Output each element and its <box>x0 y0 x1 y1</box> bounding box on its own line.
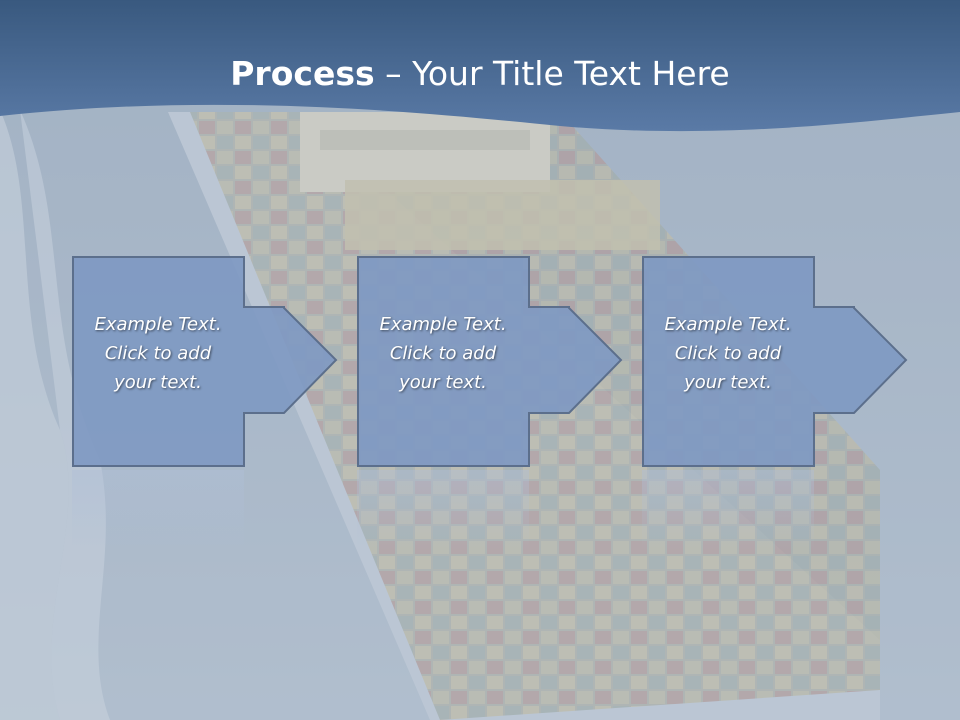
arrow-right-icon <box>72 256 338 467</box>
title-strong: Process <box>230 54 375 93</box>
step-3-text: Example Text. Click to add your text. <box>642 310 814 397</box>
step-2-line-3: your text. <box>399 372 487 393</box>
process-step-1[interactable]: Example Text. Click to add your text. <box>72 256 338 468</box>
step-1-line-2: Click to add <box>104 343 212 364</box>
step-2-reflection <box>357 470 529 550</box>
step-1-reflection <box>72 470 244 550</box>
title-band <box>0 0 960 132</box>
slide-title[interactable]: Process – Your Title Text Here <box>0 52 960 96</box>
step-3-line-1: Example Text. <box>664 314 792 335</box>
step-1-line-3: your text. <box>114 372 202 393</box>
step-1-line-1: Example Text. <box>94 314 222 335</box>
step-2-text: Example Text. Click to add your text. <box>357 310 529 397</box>
process-step-3[interactable]: Example Text. Click to add your text. <box>642 256 908 468</box>
process-step-2[interactable]: Example Text. Click to add your text. <box>357 256 623 468</box>
step-3-reflection <box>642 470 814 550</box>
step-3-line-3: your text. <box>684 372 772 393</box>
arrow-right-icon <box>357 256 623 467</box>
step-2-line-2: Click to add <box>389 343 497 364</box>
step-1-text: Example Text. Click to add your text. <box>72 310 244 397</box>
step-2-line-1: Example Text. <box>379 314 507 335</box>
step-3-line-2: Click to add <box>674 343 782 364</box>
title-separator: – <box>374 54 413 93</box>
arrow-right-icon <box>642 256 908 467</box>
title-rest: Your Title Text Here <box>412 54 730 93</box>
